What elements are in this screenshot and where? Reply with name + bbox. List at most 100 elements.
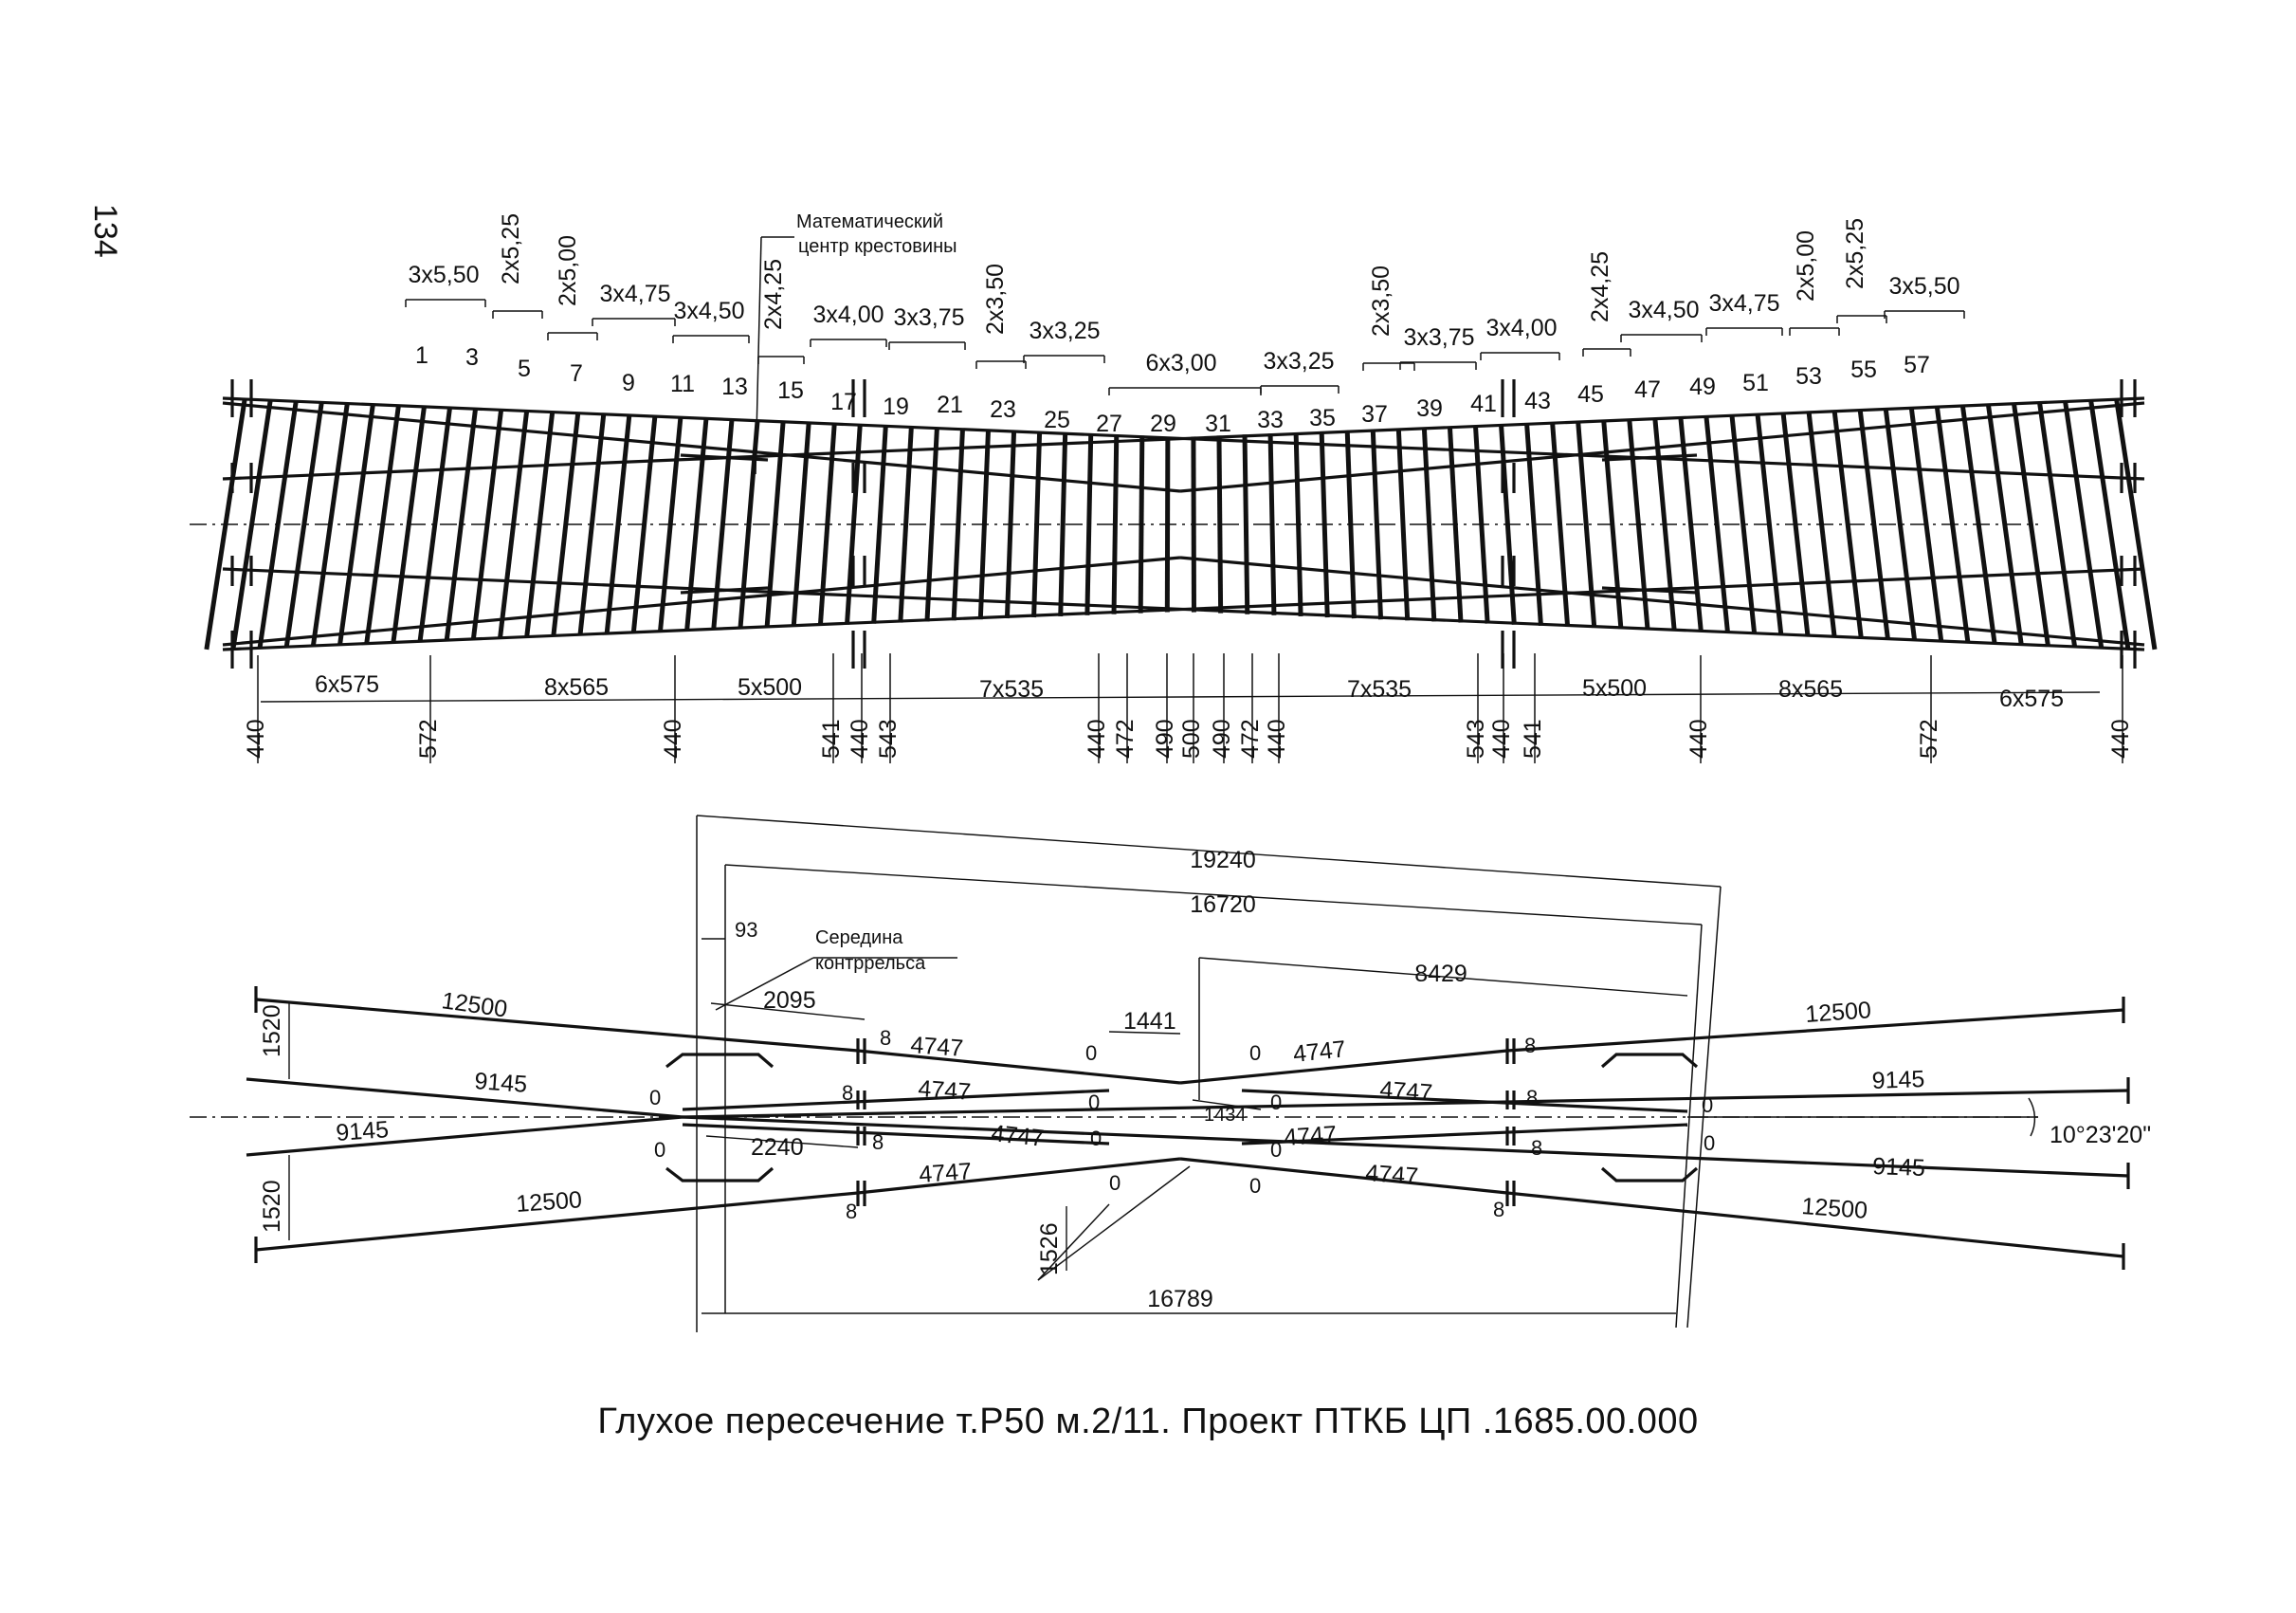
callout-label: Середина — [815, 927, 903, 948]
rail — [222, 396, 2145, 481]
sleeper — [257, 400, 299, 649]
joint-gap-label: 8 — [872, 1130, 884, 1154]
sleeper — [2114, 398, 2158, 651]
angle-label: 10°23'20" — [2050, 1122, 2151, 1148]
sleeper — [2011, 403, 2050, 646]
dimension-line — [260, 691, 2101, 703]
dimension-label: 1526 — [1036, 1222, 1063, 1275]
joint-gap-label: 0 — [654, 1138, 665, 1162]
scheme-rail — [1241, 1123, 1688, 1146]
dimension-label: 1434 — [1204, 1105, 1247, 1126]
tie-group-label: 3х4,00 — [1485, 315, 1557, 341]
tie-number: 45 — [1577, 381, 1604, 408]
dimension-label: 93 — [735, 918, 757, 942]
sleeper — [417, 407, 453, 642]
scheme-rail — [1179, 1049, 1508, 1085]
rail-length-label: 12500 — [515, 1186, 582, 1218]
tie-group-label: 3х4,50 — [673, 298, 744, 324]
tie-group-label: 2х3,50 — [1368, 266, 1394, 337]
tie-number: 17 — [830, 389, 857, 415]
scheme-rail — [1179, 1157, 1508, 1195]
tie-group-label: 3х3,75 — [893, 304, 964, 331]
rail-length-label: 4747 — [1365, 1160, 1419, 1190]
joint-gap-label: 0 — [1704, 1131, 1715, 1155]
dimension-2240 — [705, 1135, 859, 1148]
sleeper — [1883, 408, 1918, 641]
guard-rail — [1601, 453, 1698, 462]
sleeper — [1857, 409, 1890, 640]
spacing-label: 543 — [875, 719, 902, 759]
tie-group-label: 3х3,25 — [1029, 318, 1100, 344]
joint-gap-label: 8 — [846, 1200, 857, 1223]
sleeper — [2037, 402, 2077, 647]
tie-group-label: 3х4,50 — [1628, 297, 1699, 323]
scheme-rail — [682, 1089, 1110, 1111]
scheme-rail — [255, 1191, 859, 1252]
spacing-label: 440 — [1686, 719, 1712, 759]
spacing-label: 472 — [1237, 719, 1264, 759]
tie-number: 7 — [570, 360, 583, 387]
tie-group-label: 2х4,25 — [1587, 251, 1613, 322]
rail — [1179, 556, 2145, 647]
guard-rail — [1600, 1053, 1699, 1069]
dimension-label: 8429 — [1414, 961, 1467, 987]
spacing-label: 5х500 — [1582, 675, 1647, 702]
page-number: 134 — [87, 204, 123, 258]
sleeper — [444, 408, 479, 641]
tie-group-label: 6х3,00 — [1145, 350, 1216, 376]
sleeper — [1524, 423, 1543, 626]
extension-line — [1675, 924, 1703, 1329]
rail-length-label: 9145 — [474, 1068, 528, 1098]
scheme-rail — [255, 998, 859, 1053]
tie-group-label: 3х5,50 — [1888, 273, 1959, 300]
dimension-19240 — [696, 815, 1722, 888]
spacing-label: 472 — [1112, 719, 1139, 759]
spacing-label: 7х535 — [1347, 676, 1412, 703]
scheme-rail — [246, 1077, 683, 1119]
tie-number: 15 — [777, 377, 804, 404]
tie-group-label: 3х5,50 — [408, 262, 479, 288]
tie-number: 19 — [883, 394, 909, 420]
leader-line — [1037, 1203, 1110, 1281]
spacing-label: 440 — [1488, 719, 1515, 759]
rail-length-label: 4747 — [990, 1120, 1045, 1152]
angle-arc — [2028, 1097, 2036, 1137]
sleeper — [1370, 429, 1384, 620]
spacing-label: 440 — [243, 719, 269, 759]
tie-group-label: 2х5,00 — [1793, 230, 1819, 302]
rail-length-label: 9145 — [1871, 1066, 1925, 1094]
spacing-label: 8х565 — [544, 674, 609, 701]
joint-gap-label: 8 — [1531, 1136, 1542, 1160]
tie-number: 35 — [1309, 405, 1336, 431]
rail-length-label: 9145 — [1872, 1153, 1926, 1182]
tie-group-label: 3х3,75 — [1403, 324, 1474, 351]
spacing-label: 541 — [818, 719, 845, 759]
tie-group-label: 2х4,25 — [760, 259, 787, 330]
tie-number: 21 — [937, 392, 963, 418]
dimension-label: 2240 — [751, 1134, 804, 1161]
guard-rail — [1601, 586, 1698, 595]
scheme-rail — [857, 1049, 1181, 1085]
rail — [222, 556, 1181, 647]
sleeper — [898, 426, 914, 623]
sleeper — [1421, 427, 1437, 622]
rail-length-label: 4747 — [910, 1032, 964, 1062]
scheme-labels: 1924016720167898429932095224014411434152… — [259, 847, 2151, 1312]
tie-group-label: 2х3,50 — [982, 264, 1009, 335]
sleeper — [951, 428, 965, 621]
tie-number: 9 — [622, 370, 635, 396]
rail-length-label: 4747 — [1283, 1121, 1337, 1151]
math-center-callout: Математический центр крестовины — [755, 211, 957, 475]
joint-gap-label: 8 — [1526, 1086, 1538, 1109]
dimension-label: 16789 — [1147, 1286, 1213, 1312]
rail — [1179, 401, 2145, 493]
rail — [222, 401, 1181, 493]
joint-gap-label: 0 — [1702, 1093, 1713, 1117]
dimension-2095 — [710, 1002, 866, 1020]
spacing-label: 572 — [1916, 719, 1942, 759]
dimension-1441 — [1108, 1031, 1181, 1035]
tie-group-label: 3х4,75 — [1708, 290, 1779, 317]
spacing-label: 8х565 — [1778, 676, 1843, 703]
